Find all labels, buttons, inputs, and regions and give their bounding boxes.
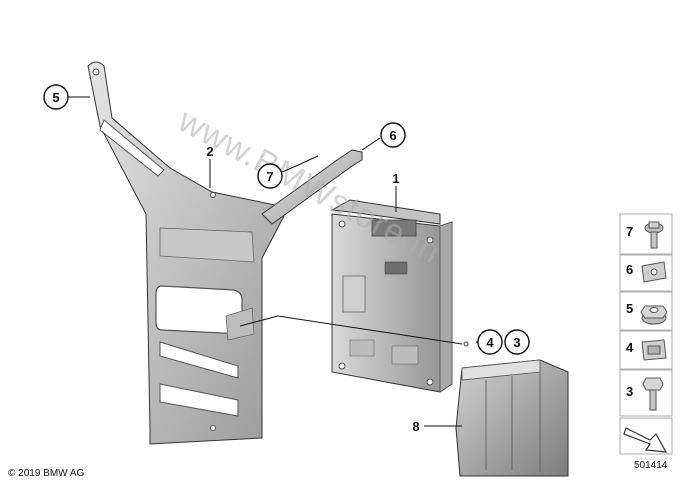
- diagram-id: 501414: [634, 460, 668, 471]
- legend-label: 7: [626, 224, 633, 239]
- callout-label: 8: [412, 419, 419, 434]
- legend-label: 6: [626, 262, 633, 277]
- callout-1: 1: [392, 171, 399, 186]
- bolt-with-washer-icon: [644, 221, 664, 249]
- control-unit-part-1: [330, 199, 453, 393]
- callout-label: 3: [513, 335, 520, 350]
- legend-label: 4: [626, 340, 634, 355]
- clip-nut-icon: [641, 339, 667, 361]
- cover-part-8: [455, 359, 569, 477]
- screw-point: [463, 341, 469, 347]
- callout-2: 2: [206, 144, 213, 159]
- callout-label: 1: [392, 171, 399, 186]
- callout-4-main: 4: [477, 329, 503, 355]
- callout-label: 2: [206, 144, 213, 159]
- legend-item-3: [619, 369, 673, 417]
- callout-label: 6: [389, 128, 396, 143]
- callout-label: 7: [266, 169, 273, 184]
- callout-label: 5: [52, 90, 59, 105]
- arrow-indicator-icon: [623, 427, 668, 453]
- callout-5-top: 5: [43, 84, 69, 110]
- legend-label: 3: [626, 384, 633, 399]
- support-arm: [261, 149, 363, 225]
- legend-label: 5: [626, 301, 633, 316]
- leader-lines: [68, 96, 492, 427]
- callout-6-top: 6: [380, 122, 406, 148]
- parts-legend: 7 6 5 4 3: [619, 213, 673, 471]
- copyright-text: © 2019 BMW AG: [8, 468, 85, 479]
- callout-8: 8: [412, 419, 419, 434]
- hex-bolt-icon: [642, 377, 664, 411]
- hex-flange-nut-icon: [640, 305, 668, 325]
- legend-footer: [619, 417, 673, 455]
- bracket-part-2: [87, 61, 285, 445]
- callout-7-top: 7: [257, 163, 283, 189]
- callout-label: 4: [486, 335, 494, 350]
- legend-item-7: [619, 213, 673, 255]
- spring-clip-nut-icon: [641, 261, 667, 283]
- callout-3-main: 3: [504, 329, 530, 355]
